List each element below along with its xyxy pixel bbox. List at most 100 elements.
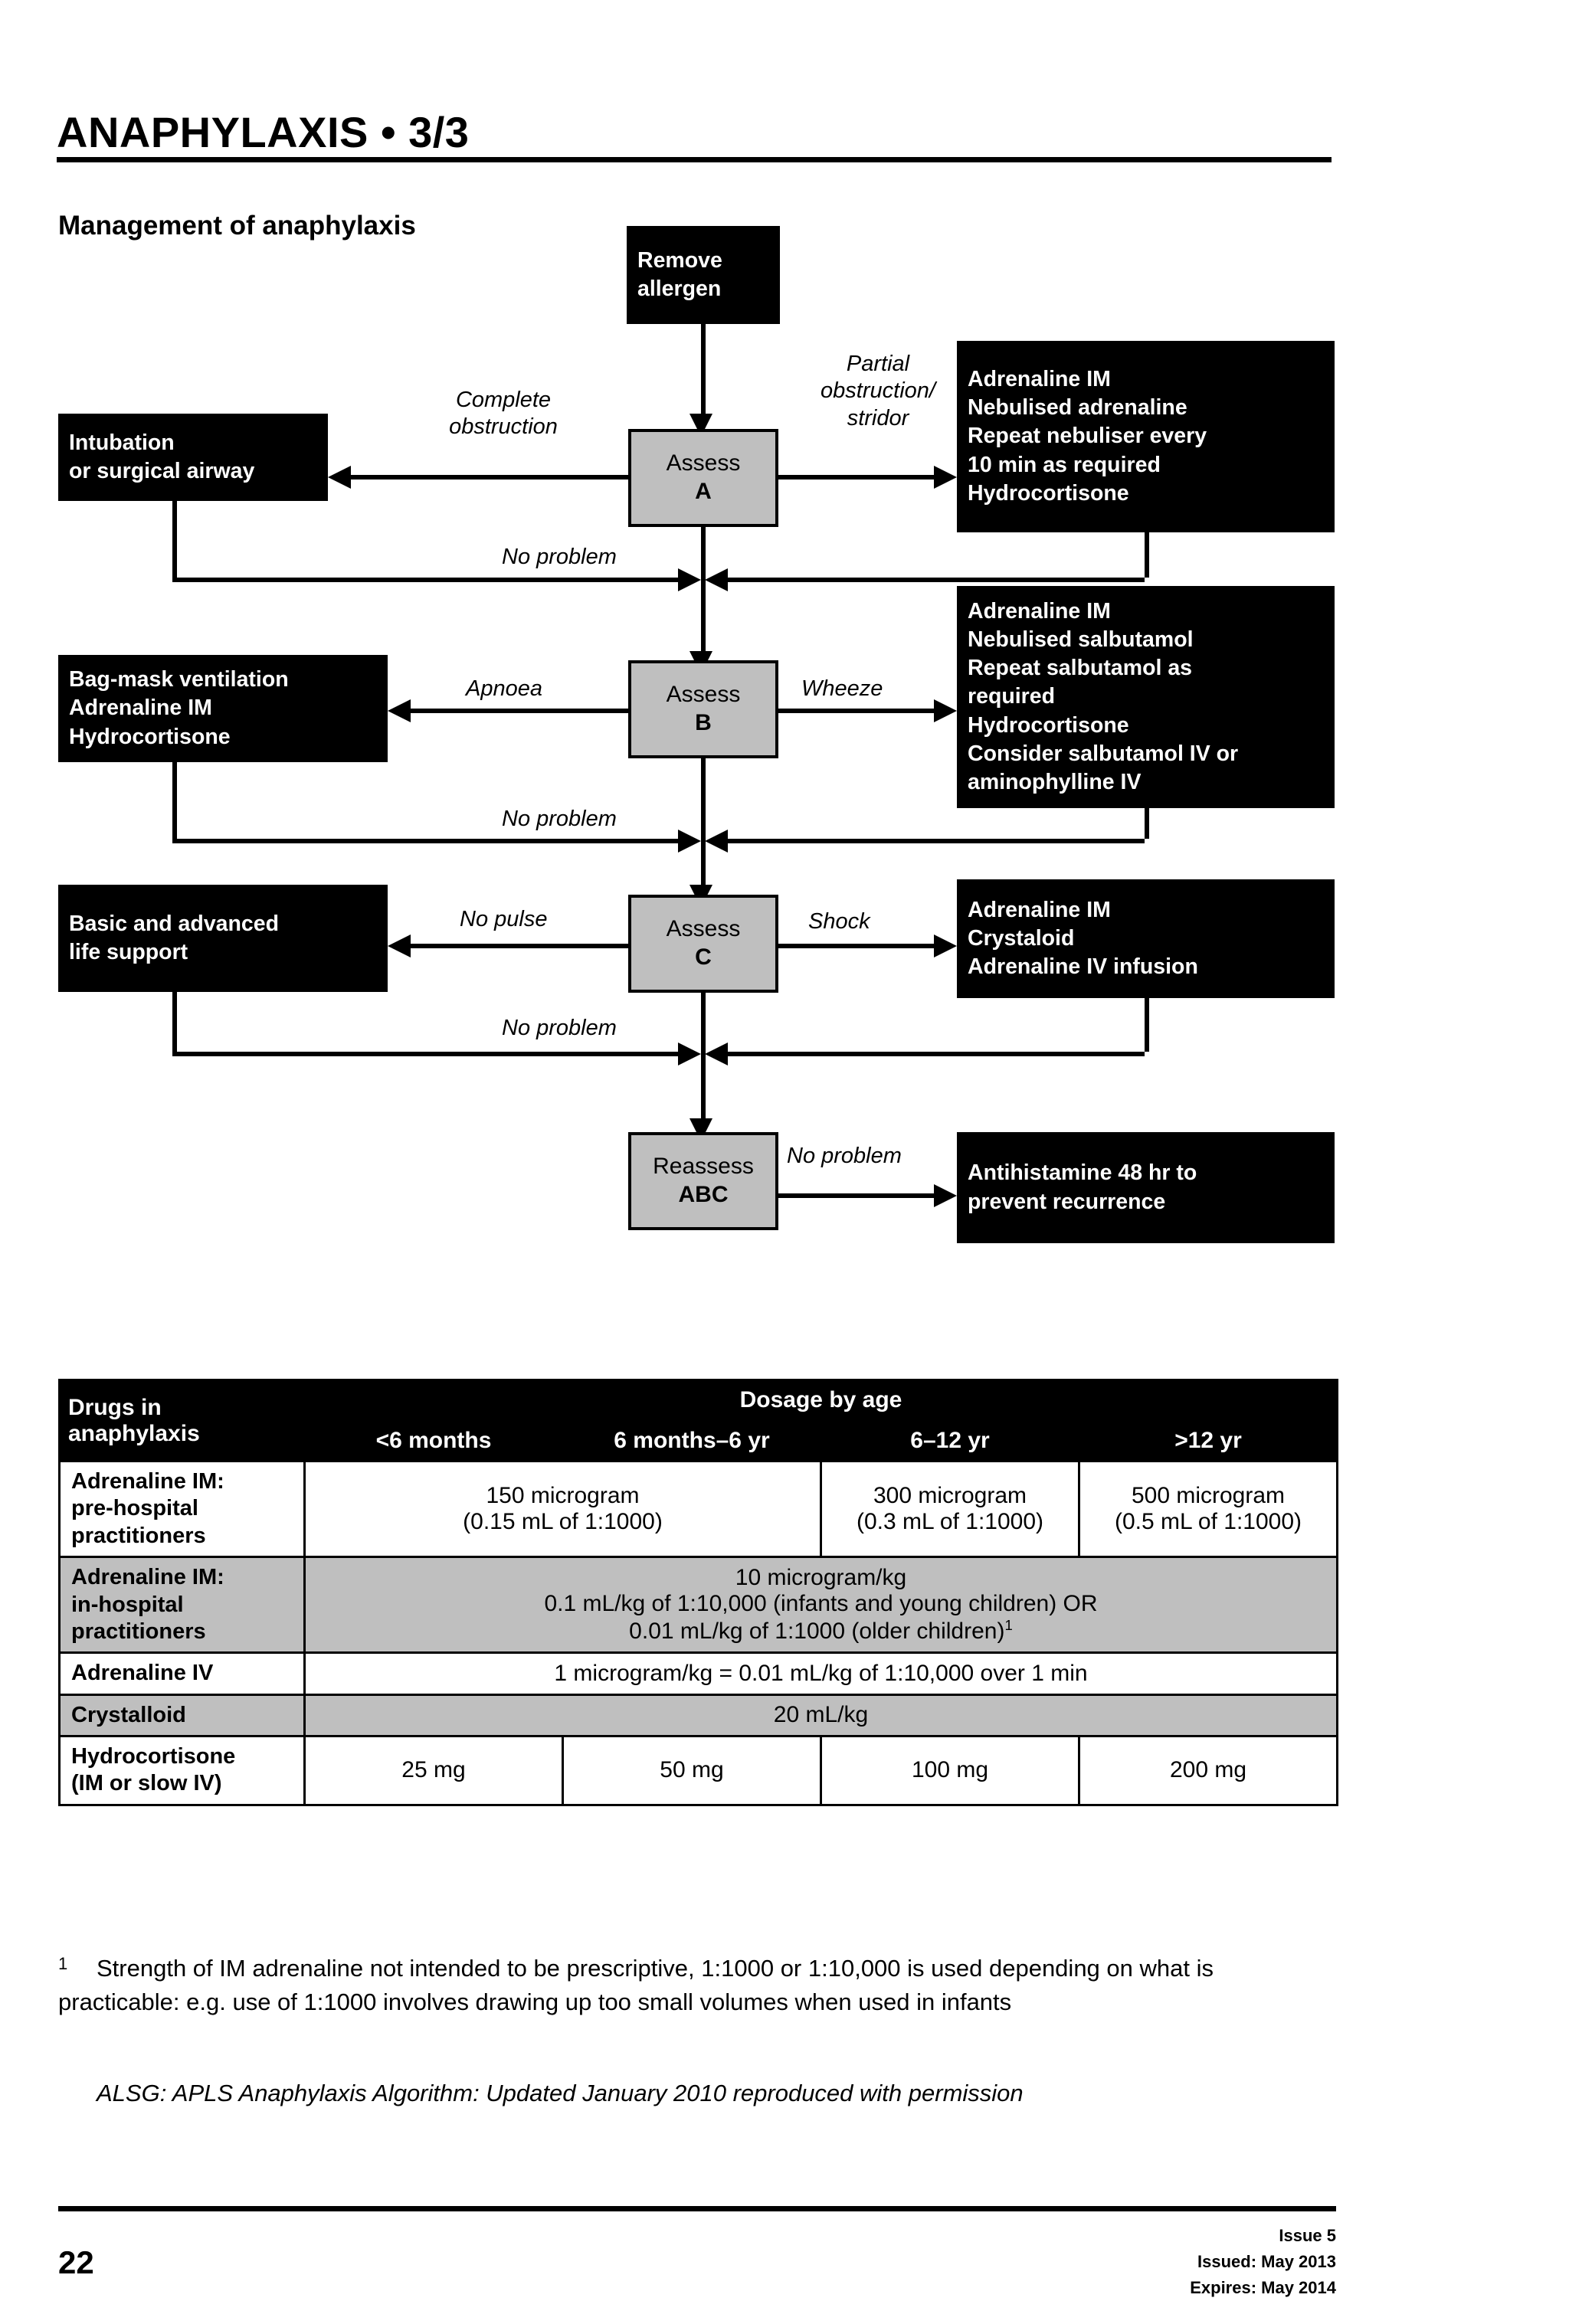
label-no-problem-c: No problem [502, 1016, 617, 1040]
connector-life-support-down [172, 992, 177, 1052]
node-intubation: Intubation or surgical airway [58, 414, 328, 501]
node-bag-mask-text: Bag-mask ventilation Adrenaline IM Hydro… [69, 667, 289, 749]
arrow-left-merge-a [678, 568, 701, 591]
connector-a-to-intubation [351, 475, 628, 480]
node-antihistamine-text: Antihistamine 48 hr to prevent recurrenc… [968, 1160, 1197, 1214]
title-divider [57, 157, 1332, 162]
connector-a-to-b [701, 527, 706, 665]
arrow-left-merge-c [678, 1043, 701, 1065]
node-assess-a-line2: A [695, 479, 712, 504]
section-title: Management of anaphylaxis [58, 211, 416, 241]
table-group-header: Dosage by age [303, 1379, 1338, 1422]
node-remove-allergen-text: Remove allergen [637, 247, 722, 301]
connector-airway-treatment-to-center [728, 578, 1145, 582]
table-col-header-1: 6 months–6 yr [562, 1419, 822, 1462]
anaphylaxis-flowchart: Remove allergen Assess A Intubation or s… [58, 226, 1335, 1243]
node-assess-b: Assess B [628, 660, 778, 758]
node-reassess-abc: Reassess ABC [628, 1132, 778, 1230]
node-assess-b-line2: B [695, 710, 712, 735]
attribution-text: ALSG: APLS Anaphylaxis Algorithm: Update… [97, 2080, 1024, 2106]
footnote-reference: 1 [1004, 1617, 1013, 1634]
node-assess-c-line2: C [695, 944, 712, 970]
footnote-marker: 1 [58, 1954, 68, 1973]
node-breathing-treatment: Adrenaline IM Nebulised salbutamol Repea… [957, 586, 1335, 808]
node-remove-allergen: Remove allergen [627, 226, 780, 324]
dosage-table: Drugs in anaphylaxis Dosage by age <6 mo… [58, 1379, 1338, 1806]
label-complete-obstruction: Complete obstruction [449, 388, 558, 440]
page-number: 22 [58, 2244, 94, 2280]
table-header-row-1: Drugs in anaphylaxis Dosage by age [58, 1379, 1338, 1462]
connector-bag-mask-to-center [172, 839, 678, 843]
table-corner-header: Drugs in anaphylaxis [58, 1379, 306, 1462]
connector-reassess-to-antihistamine [778, 1193, 934, 1198]
node-assess-c: Assess C [628, 895, 778, 993]
arrow-reassess-to-antihistamine [934, 1184, 957, 1207]
arrow-c-to-life-support [388, 935, 411, 957]
node-reassess-line1: Reassess [653, 1154, 754, 1180]
row-label-hydrocortisone: Hydrocortisone (IM or slow IV) [58, 1735, 306, 1806]
cell-hydrocortisone-6mo-6yr: 50 mg [562, 1735, 822, 1806]
row-label-adrenaline-iv: Adrenaline IV [58, 1651, 306, 1696]
arrow-right-merge-b [705, 830, 728, 853]
arrow-b-to-breathing-treatment [934, 699, 957, 722]
connector-intubation-down [172, 501, 177, 578]
cell-adrenaline-iv-all: 1 microgram/kg = 0.01 mL/kg of 1:10,000 … [303, 1651, 1338, 1696]
connector-b-to-bag-mask [411, 709, 628, 713]
node-circulation-treatment: Adrenaline IM Crystaloid Adrenaline IV i… [957, 879, 1335, 998]
node-bag-mask: Bag-mask ventilation Adrenaline IM Hydro… [58, 655, 388, 762]
cell-hydrocortisone-6to12: 100 mg [820, 1735, 1080, 1806]
row-label-adrenaline-im-prehospital: Adrenaline IM: pre-hospital practitioner… [58, 1459, 306, 1559]
connector-breathing-treatment-to-center [728, 839, 1145, 843]
connector-a-to-airway-treatment [778, 475, 934, 480]
connector-bag-mask-down [172, 762, 177, 839]
connector-life-support-to-center [172, 1052, 678, 1056]
node-intubation-text: Intubation or surgical airway [69, 430, 255, 483]
label-no-problem-a: No problem [502, 545, 617, 569]
issue-info: Issue 5 Issued: May 2013 Expires: May 20… [1190, 2223, 1336, 2301]
arrow-right-merge-c [705, 1043, 728, 1065]
node-assess-c-line1: Assess [666, 916, 741, 942]
arrow-a-to-airway-treatment [934, 466, 957, 489]
label-no-problem-final: No problem [787, 1144, 902, 1168]
label-no-problem-b: No problem [502, 807, 617, 831]
node-assess-a-line1: Assess [666, 450, 741, 476]
node-airway-treatment-text: Adrenaline IM Nebulised adrenaline Repea… [968, 367, 1207, 506]
table-row: Adrenaline IM: in-hospital practitioners… [58, 1556, 1338, 1655]
table-row: Hydrocortisone (IM or slow IV) 25 mg 50 … [58, 1735, 1338, 1806]
table-row: Crystalloid 20 mL/kg [58, 1693, 1338, 1738]
label-wheeze: Wheeze [801, 676, 883, 701]
issue-number: Issue 5 [1279, 2226, 1336, 2245]
connector-c-to-reassess [701, 993, 706, 1132]
node-life-support-text: Basic and advanced life support [69, 911, 280, 964]
cell-hydrocortisone-under6: 25 mg [303, 1735, 564, 1806]
footer-divider [58, 2206, 1336, 2211]
connector-b-to-breathing-treatment [778, 709, 934, 713]
connector-allergen-to-a [701, 324, 706, 417]
connector-circulation-treatment-to-center [728, 1052, 1145, 1056]
table-col-header-2: 6–12 yr [820, 1419, 1080, 1462]
cell-adrenaline-inhospital-text: 10 microgram/kg 0.1 mL/kg of 1:10,000 (i… [544, 1565, 1098, 1645]
label-apnoea: Apnoea [466, 676, 542, 701]
table-row: Adrenaline IM: pre-hospital practitioner… [58, 1459, 1338, 1559]
table-row: Adrenaline IV 1 microgram/kg = 0.01 mL/k… [58, 1651, 1338, 1696]
arrow-c-to-circulation-treatment [934, 935, 957, 957]
issued-date: Issued: May 2013 [1197, 2252, 1336, 2272]
label-partial-obstruction: Partial obstruction/ stridor [821, 352, 935, 430]
table-header-row-2: <6 months 6 months–6 yr 6–12 yr >12 yr [60, 1419, 1338, 1462]
cell-adrenaline-prehospital-6to12: 300 microgram (0.3 mL of 1:1000) [820, 1459, 1080, 1559]
page-title: ANAPHYLAXIS • 3/3 [57, 108, 470, 156]
row-label-adrenaline-im-inhospital: Adrenaline IM: in-hospital practitioners [58, 1556, 306, 1655]
connector-intubation-to-center [172, 578, 678, 582]
node-breathing-treatment-text: Adrenaline IM Nebulised salbutamol Repea… [968, 599, 1239, 794]
node-antihistamine: Antihistamine 48 hr to prevent recurrenc… [957, 1132, 1335, 1243]
connector-b-to-c [701, 758, 706, 896]
connector-circulation-treatment-down [1145, 998, 1149, 1052]
cell-adrenaline-inhospital-all: 10 microgram/kg 0.1 mL/kg of 1:10,000 (i… [303, 1556, 1338, 1655]
connector-breathing-treatment-down [1145, 808, 1149, 839]
row-label-crystalloid: Crystalloid [58, 1693, 306, 1738]
node-circulation-treatment-text: Adrenaline IM Crystaloid Adrenaline IV i… [968, 897, 1198, 980]
node-assess-a: Assess A [628, 429, 778, 527]
expires-date: Expires: May 2014 [1190, 2278, 1336, 2298]
cell-adrenaline-prehospital-under6: 150 microgram (0.15 mL of 1:1000) [303, 1459, 822, 1559]
